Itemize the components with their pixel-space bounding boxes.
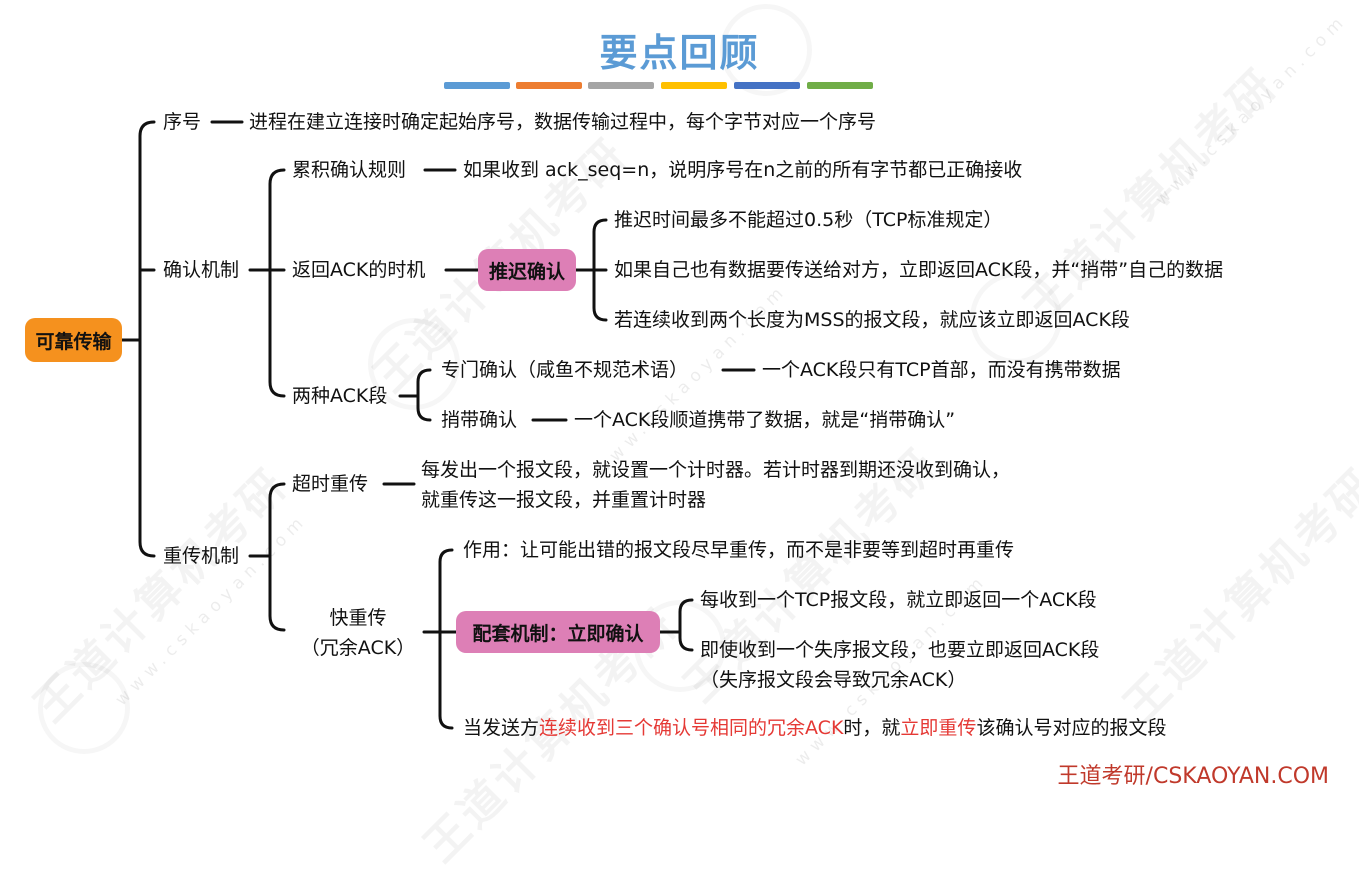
trigger-text: 该确认号对应的报文段	[976, 717, 1167, 739]
immediate-ack-node: 配套机制：立即确认	[456, 611, 660, 653]
retrans-label: 重传机制	[163, 545, 240, 567]
title-stripe	[661, 82, 727, 89]
page-title: 要点回顾	[599, 30, 760, 75]
piggyback-ack-label: 捎带确认	[441, 409, 518, 431]
title-stripe	[588, 82, 654, 89]
ack-types-label: 两种ACK段	[292, 385, 388, 407]
cumulative-label: 累积确认规则	[292, 159, 407, 181]
fast-retrans-sublabel: （冗余ACK）	[300, 637, 416, 659]
immediate-ack-item-2-line2: （失序报文段会导致冗余ACK）	[700, 669, 967, 691]
title-stripe	[734, 82, 800, 89]
piggyback-ack-desc: 一个ACK段顺道携带了数据，就是“捎带确认”	[574, 409, 956, 431]
ack-label: 确认机制	[163, 259, 240, 281]
timeout-desc-line1: 每发出一个报文段，就设置一个计时器。若计时器到期还没收到确认，	[421, 459, 1011, 481]
title-stripe	[807, 82, 873, 89]
dedicated-ack-desc: 一个ACK段只有TCP首部，而没有携带数据	[762, 359, 1121, 381]
immediate-ack-item-2-line1: 即使收到一个失序报文段，也要立即返回ACK段	[700, 639, 1100, 661]
title-stripe	[516, 82, 582, 89]
connector-lines	[120, 120, 756, 730]
brand-footer: 王道考研/CSKAOYAN.COM	[1057, 764, 1329, 789]
trigger-emphasis: 连续收到三个确认号相同的冗余ACK	[539, 717, 844, 739]
fast-retrans-purpose: 作用：让可能出错的报文段尽早重传，而不是非要等到超时再重传	[463, 539, 1015, 561]
trigger-text: 当发送方	[463, 717, 540, 739]
trigger-text: 时，就	[843, 717, 901, 739]
delayed-ack-node: 推迟确认	[478, 249, 576, 291]
root-node: 可靠传输	[25, 318, 122, 362]
fast-retrans-trigger: 当发送方连续收到三个确认号相同的冗余ACK时，就立即重传该确认号对应的报文段	[463, 716, 1166, 740]
timeout-desc-line2: 就重传这一报文段，并重置计时器	[421, 489, 707, 511]
seq-desc: 进程在建立连接时确定起始序号，数据传输过程中，每个字节对应一个序号	[249, 111, 877, 133]
seq-label: 序号	[163, 111, 202, 133]
dedicated-ack-label: 专门确认（咸鱼不规范术语）	[441, 359, 689, 381]
timeout-label: 超时重传	[292, 473, 369, 495]
timing-label: 返回ACK的时机	[292, 259, 426, 281]
timing-item-1: 推迟时间最多不能超过0.5秒（TCP标准规定）	[614, 209, 1003, 231]
cumulative-desc: 如果收到 ack_seq=n，说明序号在n之前的所有字节都已正确接收	[463, 159, 1023, 181]
trigger-emphasis: 立即重传	[900, 717, 977, 739]
fast-retrans-label: 快重传	[329, 607, 387, 629]
title-stripe	[444, 82, 510, 89]
timing-item-2: 如果自己也有数据要传送给对方，立即返回ACK段，并“捎带”自己的数据	[614, 259, 1224, 281]
immediate-ack-item-1: 每收到一个TCP报文段，就立即返回一个ACK段	[700, 589, 1097, 611]
timing-item-3: 若连续收到两个长度为MSS的报文段，就应该立即返回ACK段	[614, 309, 1130, 331]
